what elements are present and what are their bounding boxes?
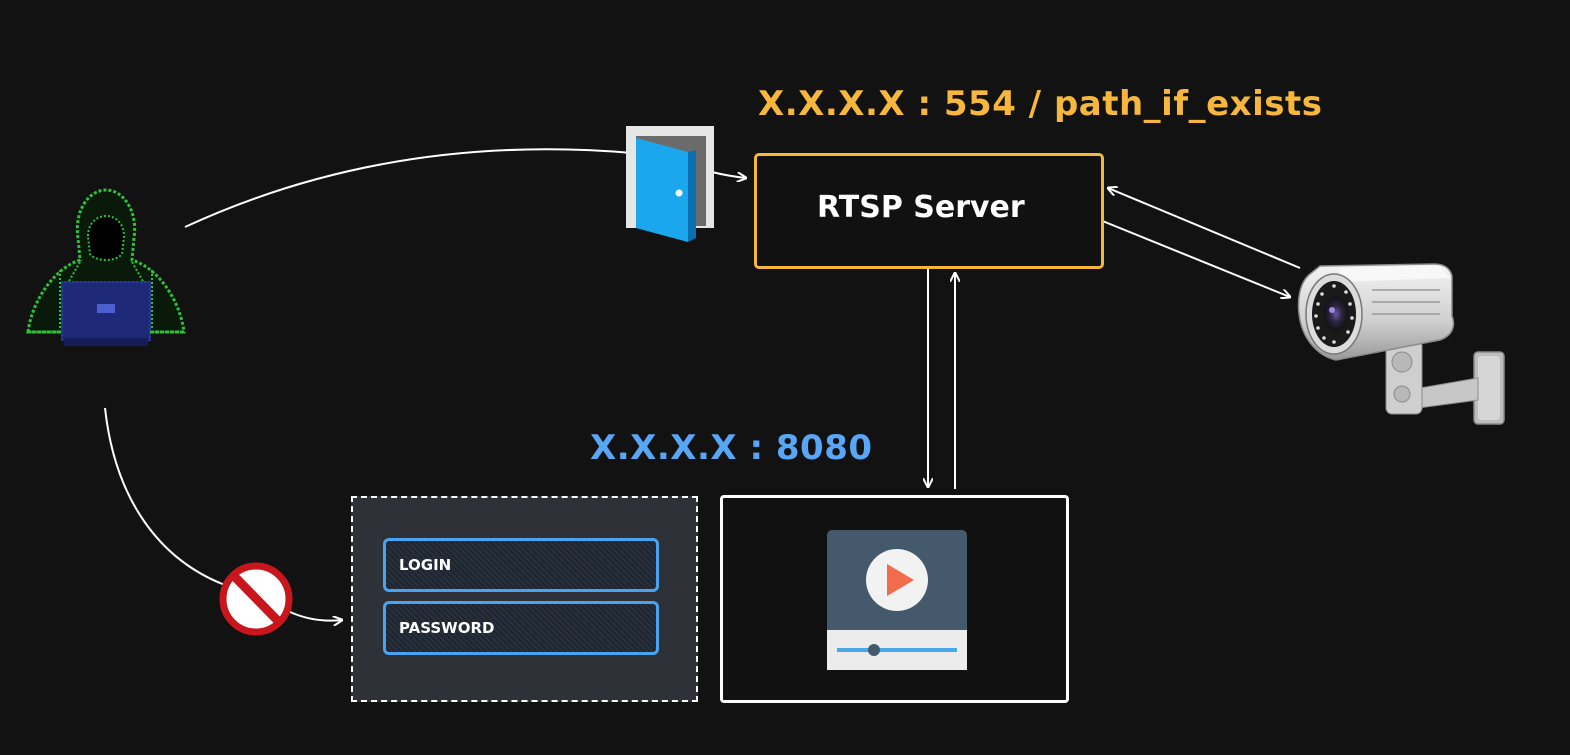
arrow-rtsp-to-camera <box>1099 219 1290 297</box>
arrow-blocked-to-login <box>289 611 342 621</box>
connector-hacker-to-blocked <box>104 407 226 586</box>
rtsp-address-label: X.X.X.X : 554 / path_if_exists <box>758 84 1323 124</box>
rtsp-server-label: RTSP Server <box>817 190 1025 225</box>
password-field-label: PASSWORD <box>399 619 495 637</box>
video-stream-panel <box>720 495 1069 703</box>
open-door-icon <box>626 126 714 242</box>
connector-hacker-to-door <box>184 148 633 228</box>
security-camera-icon <box>1297 263 1505 425</box>
video-player-icon <box>827 530 967 670</box>
password-field[interactable]: PASSWORD <box>383 601 659 655</box>
arrow-camera-to-rtsp <box>1108 188 1301 269</box>
login-panel: LOGIN PASSWORD <box>351 496 698 702</box>
prohibited-icon <box>219 562 293 636</box>
arrow-door-to-rtsp <box>711 171 746 178</box>
login-field[interactable]: LOGIN <box>383 538 659 592</box>
rtsp-server-box: RTSP Server <box>754 153 1104 269</box>
login-field-label: LOGIN <box>399 556 452 574</box>
web-address-label: X.X.X.X : 8080 <box>590 428 873 468</box>
hooded-hacker-icon <box>26 188 186 346</box>
